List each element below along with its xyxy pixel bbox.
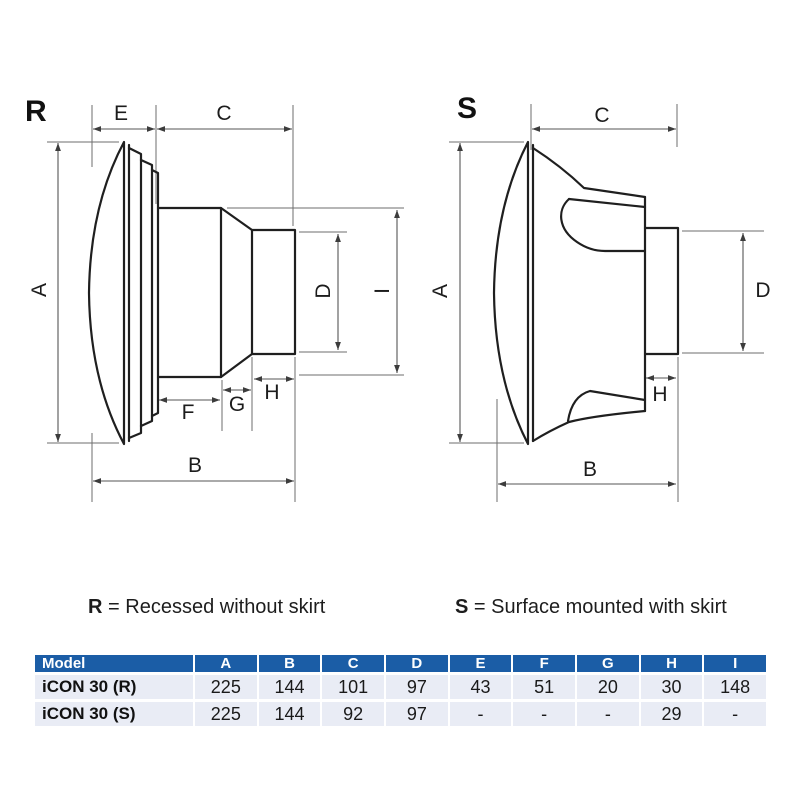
dim-label-b-r: B [188,454,202,477]
table-header-e: E [449,655,512,672]
table-row-s-c: 92 [322,702,384,726]
dim-label-h-s: H [652,383,667,406]
dimension-drawings: R E [25,92,771,502]
table-row-r-a: 225 [195,675,257,699]
legend-recessed-key: R [88,596,103,618]
table-row-r-d: 97 [386,675,448,699]
table-row-s-d: 97 [386,702,448,726]
legend-recessed-text: = Recessed without skirt [108,596,326,618]
table-row-r-f: 51 [513,675,575,699]
diagram-s: S C A D [429,92,771,502]
table-row-s-model: iCON 30 (S) [35,702,193,726]
diagram-r-title: R [25,95,47,128]
table-header-d: D [386,655,448,672]
dim-label-d-r: D [312,283,335,298]
legend-surface-text: = Surface mounted with skirt [473,596,727,618]
fan-outline-s [492,140,680,446]
table-row-r-b: 144 [258,675,321,699]
table-header-c: C [322,655,384,672]
extension-lines-r [47,105,404,502]
legend-surface-key: S [455,596,469,618]
dim-label-d-s: D [755,279,770,302]
skirt-notch-top-line [567,197,647,209]
table-row-s-b: 144 [258,702,321,726]
dim-label-b-s: B [583,458,597,481]
table-row-r-c: 101 [322,675,384,699]
dome-front-s [492,140,530,446]
table-row-s-a: 225 [195,702,257,726]
fan-outline-r [87,140,297,446]
dim-label-a-r: A [28,283,51,297]
diagram-s-title: S [457,92,477,125]
dim-label-g: G [229,393,245,416]
taper-and-spigot-r [219,206,297,379]
dim-label-e: E [114,102,128,125]
dim-label-c-s: C [594,104,609,127]
body-r [156,206,223,379]
bezel-ring-2 [127,146,143,440]
table-row-r-h: 30 [640,675,703,699]
dim-label-f: F [182,401,195,424]
skirt-top-edge [531,146,647,199]
table-row-s-i: - [704,702,766,726]
table-row-r-g: 20 [577,675,639,699]
bezel-ring-3 [139,158,154,428]
table-row-r-i: 148 [704,675,766,699]
bezel-ring-4 [150,168,160,418]
dimensions-table: Model A B C D E F G H I iCON 30 (R) 225 … [35,655,766,726]
legend-surface: S = Surface mounted with skirt [455,596,727,618]
dome-front-r [87,140,126,446]
dim-label-i: I [371,288,394,294]
table-row-s-h: 29 [640,702,703,726]
skirt-bottom-edge [531,409,647,443]
table-header-model: Model [35,655,193,672]
dim-label-h-r: H [264,381,279,404]
table-header-a: A [195,655,257,672]
table-row-s-g: - [577,702,639,726]
spigot-s [643,226,680,356]
table-header-h: H [640,655,703,672]
legend-recessed: R = Recessed without skirt [88,596,325,618]
table-row-r-model: iCON 30 (R) [35,675,193,699]
dim-label-c-r: C [216,102,231,125]
diagram-r: R E [25,95,404,502]
extension-lines-s [449,104,764,502]
table-row-s-e: - [449,702,512,726]
table-header-b: B [258,655,321,672]
table-header-f: F [513,655,575,672]
table-header-g: G [577,655,639,672]
skirt-notch-bottom [566,389,647,423]
skirt-notch-top-curve [560,197,647,253]
table-row-r-e: 43 [449,675,512,699]
table-header-i: I [704,655,766,672]
dim-label-a-s: A [429,284,452,298]
table-row-s-f: - [513,702,575,726]
